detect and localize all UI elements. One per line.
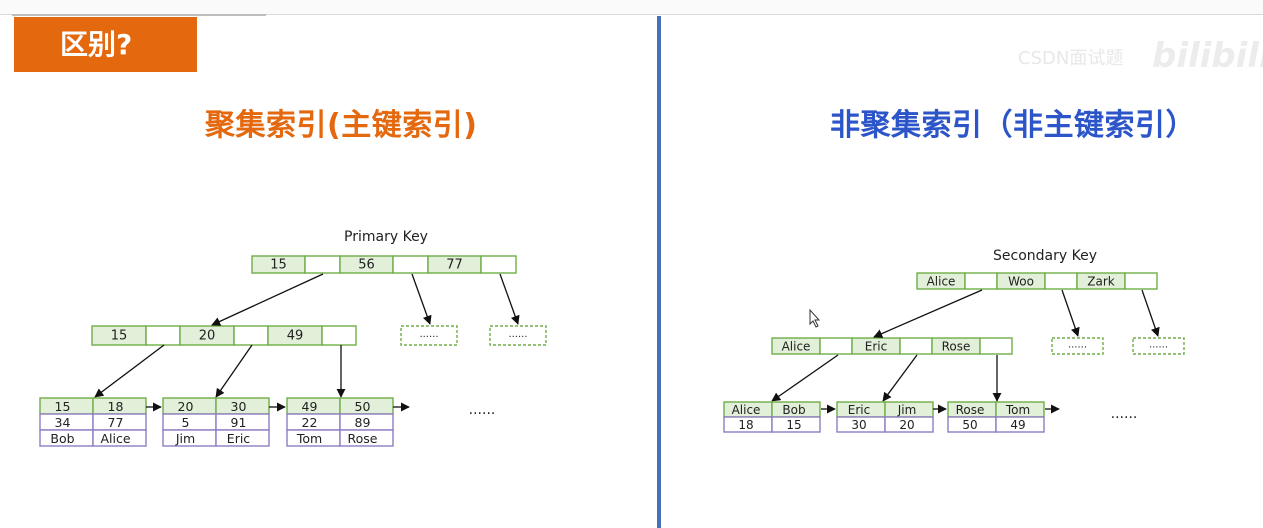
right-leaf-text: Tom <box>1005 403 1030 417</box>
left-root-arrow-2 <box>411 273 432 325</box>
right-leaf-text: 50 <box>962 418 977 432</box>
left-leaf-cell <box>215 429 270 447</box>
left-ellipsis-box-2-text: ...... <box>508 329 527 340</box>
left-level1-pointer-cell <box>321 325 357 346</box>
right-root-key-text: Zark <box>1087 275 1115 289</box>
mouse-cursor-icon <box>809 308 821 328</box>
right-root-pointer-cell <box>1124 272 1158 290</box>
left-level1-pointer-cell <box>145 325 181 346</box>
right-leaf-cell <box>884 416 934 433</box>
left-level1-key-text: 15 <box>111 329 128 344</box>
left-leaf-text: Alice <box>100 431 130 446</box>
top-bar-shadow <box>12 14 266 16</box>
left-level1-key-text: 20 <box>199 329 216 344</box>
right-root-pointer-cell <box>1044 272 1078 290</box>
left-root-key-text: 56 <box>358 258 375 273</box>
right-leaf-text: 30 <box>851 418 866 432</box>
left-leaf-text: Bob <box>50 431 74 446</box>
right-more-ellipsis: ...... <box>1111 406 1138 422</box>
left-more-ellipsis: ...... <box>469 402 496 418</box>
right-level1-pointer-cell <box>899 337 933 355</box>
right-root-arrow-1 <box>873 289 983 338</box>
right-ellipsis-box-2-text: ...... <box>1149 340 1168 351</box>
section-tag: 区别? <box>14 17 197 72</box>
right-ellipsis-box-1 <box>1051 337 1104 355</box>
right-root-key-text: Alice <box>927 275 956 289</box>
nonclustered-index-title: 非聚集索引（非主键索引） <box>830 108 1196 143</box>
left-root-pointer-cell <box>304 255 341 274</box>
left-leaf-text: Jim <box>175 431 195 446</box>
right-root-arrow-3 <box>1141 289 1160 337</box>
left-leaf-text: 49 <box>302 399 318 414</box>
left-leaf-cell <box>339 429 394 447</box>
left-root-key-text: 15 <box>270 258 287 273</box>
right-level1-pointer-cell <box>819 337 853 355</box>
clustered-index-title: 聚集索引(主键索引) <box>205 108 478 143</box>
right-root-key-text: Woo <box>1008 275 1034 289</box>
window-top-bar <box>0 0 1263 15</box>
left-leaf-text: 77 <box>108 415 124 430</box>
watermark-text: CSDN面试题 <box>1018 48 1124 69</box>
column-divider <box>657 16 661 528</box>
right-level1-key-text: Rose <box>942 340 971 354</box>
right-ellipsis-box-1-text: ...... <box>1068 340 1087 351</box>
left-l1-arrow-1 <box>94 344 165 398</box>
left-leaf-cell <box>92 429 147 447</box>
left-root-arrow-1 <box>211 273 324 326</box>
left-ellipsis-box-1 <box>400 325 458 346</box>
left-leaf-text: 5 <box>182 415 190 430</box>
right-leaf-text: Eric <box>848 403 870 417</box>
left-level1-pointer-cell <box>233 325 269 346</box>
bilibili-logo: bilibili <box>1152 36 1263 76</box>
right-level1-pointer-cell <box>979 337 1013 355</box>
left-leaf-text: 91 <box>231 415 247 430</box>
left-leaf-text: 15 <box>55 399 71 414</box>
right-leaf-text: 15 <box>786 418 801 432</box>
left-leaf-cell <box>162 413 217 431</box>
right-leaf-text: Bob <box>782 403 805 417</box>
left-leaf-text: Eric <box>227 431 251 446</box>
right-root-arrow-2 <box>1061 289 1080 337</box>
left-leaf-text: Rose <box>348 431 378 446</box>
right-leaf-text: 20 <box>899 418 914 432</box>
left-leaf-text: 89 <box>355 415 371 430</box>
left-root-arrow-3 <box>499 273 520 325</box>
right-l1-arrow-2 <box>882 354 918 402</box>
left-level1-key-text: 49 <box>287 329 304 344</box>
left-l1-arrow-2 <box>215 344 253 398</box>
left-leaf-text: 50 <box>355 399 371 414</box>
right-level1-key-text: Alice <box>782 340 811 354</box>
left-leaf-text: 18 <box>108 399 124 414</box>
left-root-key-text: 77 <box>446 258 463 273</box>
right-leaf-cell <box>771 416 821 433</box>
right-leaf-text: Jim <box>897 403 917 417</box>
right-leaf-text: 18 <box>738 418 753 432</box>
right-leaf-text: Rose <box>956 403 985 417</box>
left-ellipsis-box-1-text: ...... <box>419 329 438 340</box>
left-leaf-text: 30 <box>231 399 247 414</box>
right-leaf-text: Alice <box>732 403 761 417</box>
left-leaf-text: 22 <box>302 415 318 430</box>
primary-key-label: Primary Key <box>344 229 428 245</box>
right-ellipsis-box-2 <box>1132 337 1185 355</box>
left-root-pointer-cell <box>480 255 517 274</box>
left-leaf-text: 34 <box>55 415 71 430</box>
right-leaf-cell <box>995 416 1045 433</box>
left-leaf-text: Tom <box>296 431 322 446</box>
right-leaf-text: 49 <box>1010 418 1025 432</box>
secondary-key-label: Secondary Key <box>993 248 1097 264</box>
right-l1-arrow-1 <box>771 354 839 402</box>
left-ellipsis-box-2 <box>489 325 547 346</box>
left-root-pointer-cell <box>392 255 429 274</box>
left-leaf-text: 20 <box>178 399 194 414</box>
right-root-pointer-cell <box>964 272 998 290</box>
right-level1-key-text: Eric <box>865 340 887 354</box>
